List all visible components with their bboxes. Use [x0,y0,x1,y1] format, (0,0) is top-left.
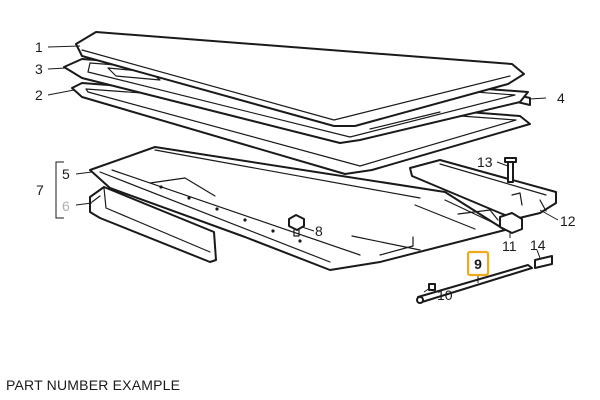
callout-14: 14 [530,237,546,253]
callout-4: 4 [557,90,565,106]
screw-part [428,283,436,291]
callout-13: 13 [477,154,493,170]
cable-rod-part [416,264,533,304]
rail-part [409,159,557,220]
callout-11: 11 [502,238,517,254]
glass-panel-part [75,31,525,127]
callout-8: 8 [315,223,323,239]
callout-9: 9 [474,256,482,272]
leader-lines [47,45,559,293]
frame-tray-part [89,146,506,271]
clip-part [288,214,305,237]
drain-channel-part [89,186,217,263]
callout-1: 1 [35,39,43,55]
bolt-part [504,157,517,183]
callout-5: 5 [62,166,70,182]
caption-part-number-example: PART NUMBER EXAMPLE [6,377,181,393]
callout-7: 7 [36,182,44,198]
callout-9-highlight-box [466,250,490,277]
callout-12: 12 [560,213,576,229]
callout-10: 10 [437,287,453,303]
guide-block-part [499,212,523,234]
small-bracket-part [534,255,553,269]
callout-2: 2 [35,87,43,103]
callout-3: 3 [35,61,43,77]
callout-6: 6 [62,198,70,214]
callout-labels: 1 3 2 4 7 5 6 8 13 12 11 14 9 10 [35,39,576,303]
